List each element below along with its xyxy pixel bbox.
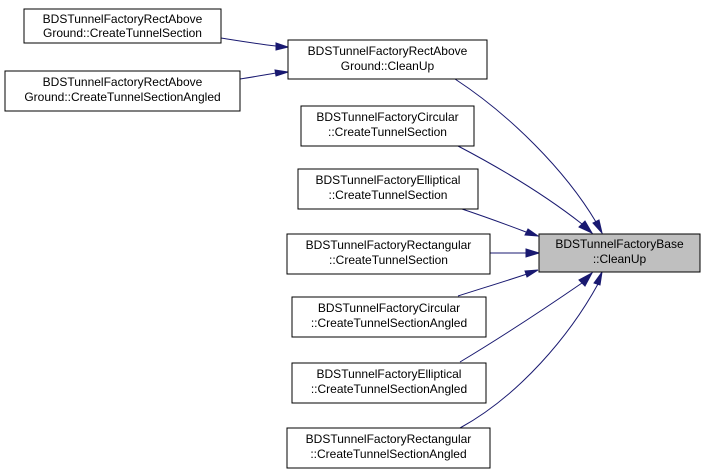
node-rectaboveground-create-tunnel-section[interactable]: BDSTunnelFactoryRectAbove Ground::Create…: [23, 8, 222, 44]
node-label-line2: ::CreateTunnelSectionAngled: [311, 316, 467, 330]
node-label-line2: ::CreateTunnelSection: [329, 253, 448, 267]
edge-c6-t: [459, 283, 599, 429]
node-rectangular-create-tunnel-section-angled[interactable]: BDSTunnelFactoryRectangular ::CreateTunn…: [286, 427, 491, 469]
node-label-line1: BDSTunnelFactoryElliptical: [317, 367, 462, 381]
node-factory-base-cleanup[interactable]: BDSTunnelFactoryBase ::CleanUp: [538, 233, 701, 273]
edge-c1-t: [457, 145, 583, 225]
arrowhead-c3-t: [525, 248, 541, 258]
arrowhead-a1-b: [275, 42, 290, 51]
node-label-line1: BDSTunnelFactoryRectangular: [306, 432, 472, 446]
node-label-line1: BDSTunnelFactoryCircular: [316, 110, 458, 124]
node-label-line2: ::CreateTunnelSectionAngled: [311, 382, 467, 396]
node-label-line2: ::CreateTunnelSectionAngled: [310, 447, 466, 461]
node-label-line2: Ground::CreateTunnelSection: [43, 26, 202, 40]
arrowhead-a2-b: [274, 69, 289, 77]
node-label-line2: ::CleanUp: [593, 252, 647, 266]
node-label-line1: BDSTunnelFactoryRectAbove: [308, 44, 468, 58]
node-label-line1: BDSTunnelFactoryRectAbove: [43, 75, 203, 89]
edge-a2-b: [239, 72, 277, 80]
node-label-line1: BDSTunnelFactoryElliptical: [316, 173, 461, 187]
node-elliptical-create-tunnel-section[interactable]: BDSTunnelFactoryElliptical ::CreateTunne…: [297, 168, 479, 210]
arrowhead-c6-t: [593, 271, 603, 286]
node-label-line2: ::CreateTunnelSection: [328, 125, 447, 139]
node-label-line1: BDSTunnelFactoryRectAbove: [43, 12, 203, 26]
edge-c4-t: [457, 273, 528, 297]
edge-a1-b: [220, 37, 277, 47]
node-label-line2: Ground::CreateTunnelSectionAngled: [24, 90, 220, 104]
arrowhead-c1-t: [578, 220, 594, 235]
node-circular-create-tunnel-section[interactable]: BDSTunnelFactoryCircular ::CreateTunnelS…: [300, 105, 475, 147]
arrowhead-b-t: [592, 219, 603, 235]
node-label-line1: BDSTunnelFactoryBase: [555, 237, 684, 251]
node-elliptical-create-tunnel-section-angled[interactable]: BDSTunnelFactoryElliptical ::CreateTunne…: [291, 362, 487, 404]
node-label-line2: ::CreateTunnelSection: [329, 188, 448, 202]
arrowhead-c4-t: [524, 269, 539, 278]
edge-b-t: [454, 78, 597, 223]
node-rectaboveground-cleanup[interactable]: BDSTunnelFactoryRectAbove Ground::CleanU…: [287, 39, 488, 80]
node-circular-create-tunnel-section-angled[interactable]: BDSTunnelFactoryCircular ::CreateTunnelS…: [291, 296, 487, 338]
node-label-line1: BDSTunnelFactoryRectangular: [306, 238, 472, 252]
arrowhead-c5-t: [578, 271, 594, 287]
node-rectangular-create-tunnel-section[interactable]: BDSTunnelFactoryRectangular ::CreateTunn…: [286, 233, 491, 275]
node-label-line2: Ground::CleanUp: [341, 59, 435, 73]
edge-c2-t: [458, 207, 527, 233]
node-label-line1: BDSTunnelFactoryCircular: [318, 301, 460, 315]
arrowhead-c2-t: [524, 228, 540, 237]
node-rectaboveground-create-tunnel-section-angled[interactable]: BDSTunnelFactoryRectAbove Ground::Create…: [4, 70, 241, 112]
edge-c5-t: [459, 282, 583, 363]
